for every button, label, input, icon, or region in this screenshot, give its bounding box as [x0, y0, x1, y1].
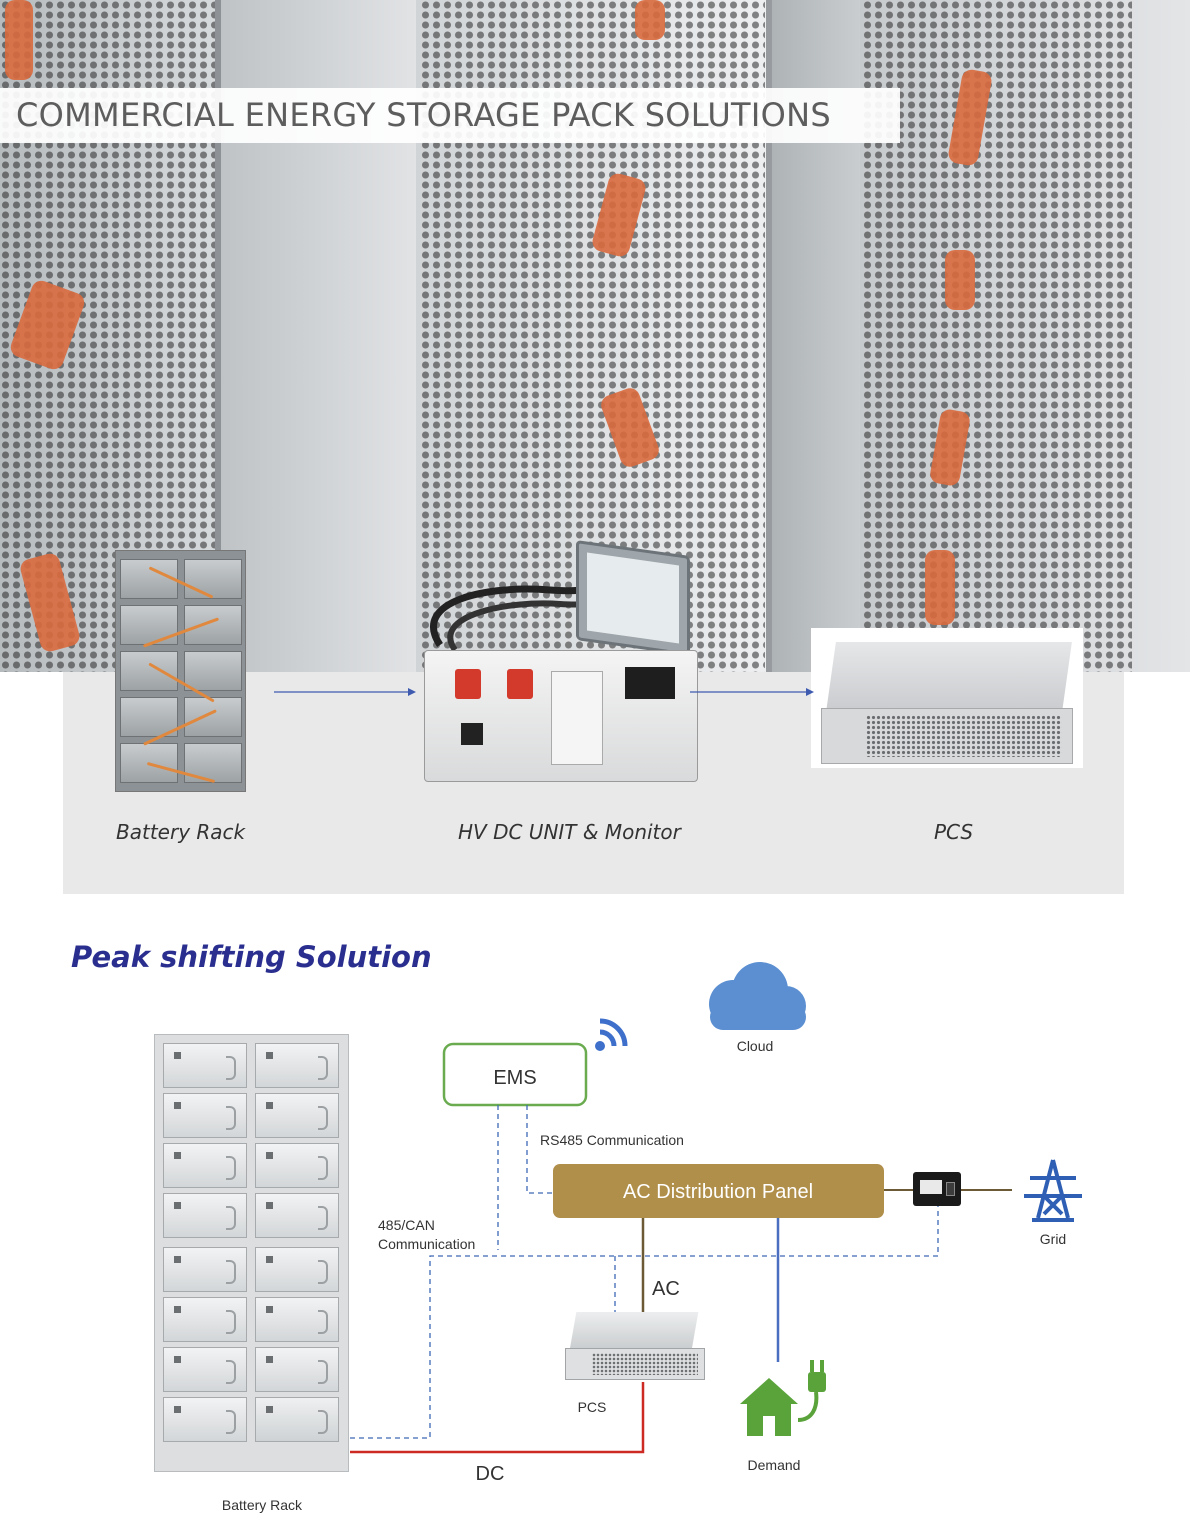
pcs-caption: PCS [934, 820, 974, 844]
battery-rack-photo [115, 550, 246, 792]
grid-tower-icon [1024, 1159, 1082, 1222]
ac-panel-label: AC Distribution Panel [623, 1181, 813, 1203]
cloud-icon [709, 962, 806, 1030]
orange-handle [5, 0, 33, 80]
section-title: Peak shifting Solution [71, 940, 432, 974]
can-label-line1: 485/CAN [378, 1217, 435, 1233]
ac-distribution-panel [553, 1164, 884, 1218]
hv-dc-unit-photo [400, 530, 718, 782]
arrow-head [806, 688, 814, 696]
comm-lines [350, 1105, 939, 1439]
can-label-line2: Communication [378, 1236, 475, 1252]
orange-handle [925, 550, 955, 625]
arrow-head [408, 688, 416, 696]
dc-line [350, 1382, 645, 1454]
wifi-icon [595, 1018, 628, 1051]
pcs-diagram-label: PCS [578, 1399, 607, 1415]
orange-handle [635, 0, 665, 40]
rs485-label: RS485 Communication [540, 1132, 684, 1148]
hv-unit-caption: HV DC UNIT & Monitor [458, 820, 681, 844]
page-title: COMMERCIAL ENERGY STORAGE PACK SOLUTIONS [16, 96, 831, 134]
dc-label: DC [476, 1463, 505, 1485]
cabinet-gap [215, 0, 221, 672]
battery-rack-caption: Battery Rack [116, 820, 246, 844]
rack-diagram-label: Battery Rack [222, 1497, 303, 1513]
title-banner: COMMERCIAL ENERGY STORAGE PACK SOLUTIONS [0, 88, 900, 143]
strip-arrows [274, 688, 814, 696]
demand-house-icon [740, 1360, 826, 1436]
ems-label: EMS [493, 1067, 536, 1089]
battery-rack-illustration [154, 1034, 349, 1472]
cabinet-gap [766, 0, 772, 672]
cabinet-mesh [862, 0, 1132, 672]
ac-label: AC [652, 1278, 680, 1300]
energy-meter-icon [913, 1172, 961, 1206]
orange-handle [945, 250, 975, 310]
hv-dc-box [424, 650, 698, 782]
cloud-label: Cloud [737, 1038, 774, 1054]
ems-box [442, 1042, 588, 1107]
pcs-photo [811, 628, 1083, 768]
grid-label: Grid [1040, 1231, 1066, 1247]
pcs-illustration [563, 1312, 705, 1380]
demand-label: Demand [748, 1457, 801, 1473]
